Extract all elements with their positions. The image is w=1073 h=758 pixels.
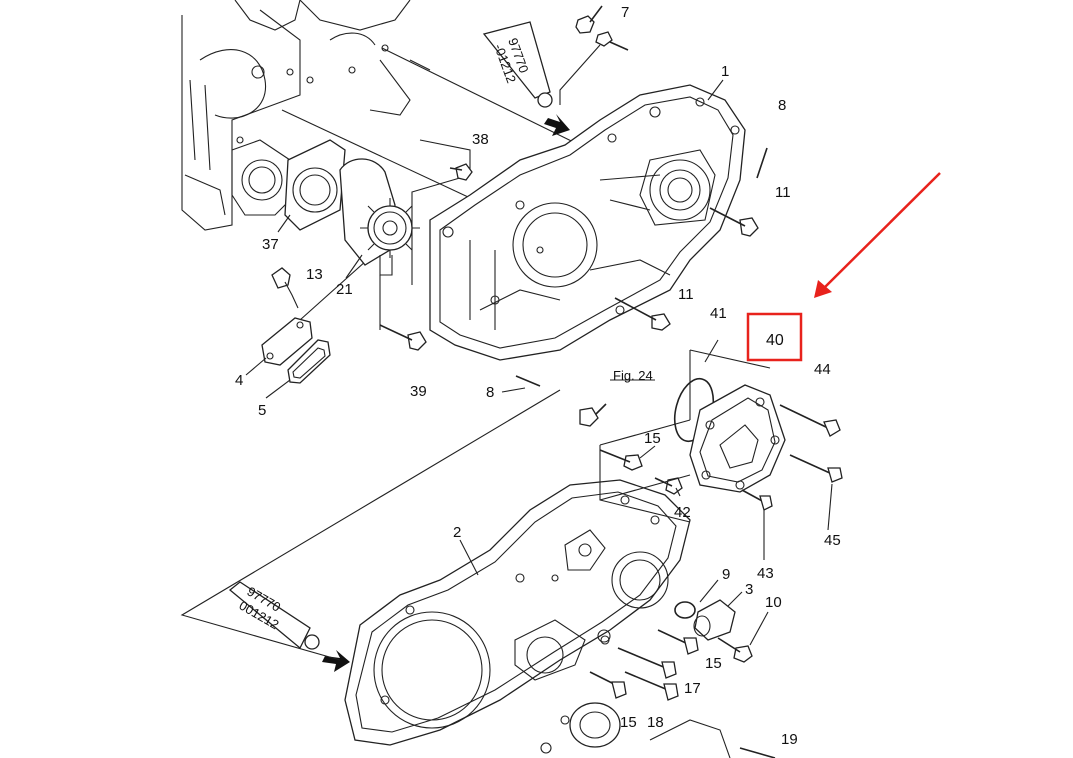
part-label-7: 7 (621, 4, 629, 21)
highlight-arrow (821, 172, 941, 291)
highlight-annotation: 40 (746, 172, 941, 362)
sealant-tube-bottom: 97770 001212 (228, 581, 350, 672)
bolts-middle (579, 403, 683, 495)
part-label-15-bottom: 15 (620, 714, 637, 731)
part-label-3: 3 (745, 581, 753, 598)
part-label-18: 18 (647, 714, 664, 731)
part-label-39: 39 (410, 383, 427, 400)
part-label-38: 38 (472, 131, 489, 148)
part-label-15-mid: 15 (644, 430, 661, 447)
callout-leaders (245, 79, 833, 646)
seal-bushing-bolt (569, 599, 753, 748)
part-label-11-top: 11 (775, 184, 791, 201)
part-label-9: 9 (722, 566, 730, 583)
part-label-8-mid: 8 (486, 384, 494, 401)
bolts-lower (540, 629, 776, 758)
engine-block (181, 0, 411, 231)
part-label-37: 37 (262, 236, 279, 253)
part-label-13: 13 (306, 266, 323, 283)
part-label-5: 5 (258, 402, 266, 419)
highlight-arrow-head (814, 280, 832, 298)
bolts-top (379, 5, 768, 387)
part-label-42: 42 (674, 504, 691, 521)
fig-reference: Fig. 24 (613, 368, 653, 383)
part-label-1: 1 (721, 63, 729, 80)
part-label-2: 2 (453, 524, 461, 541)
part-label-11-mid: 11 (678, 286, 694, 303)
part-label-45: 45 (824, 532, 841, 549)
part-label-43: 43 (757, 565, 774, 582)
part-label-19: 19 (781, 731, 798, 748)
part-label-10: 10 (765, 594, 782, 611)
gear-case-upper (429, 84, 746, 361)
part-label-44: 44 (814, 361, 831, 378)
part-labels: 7 1 8 11 38 37 21 13 11 41 4 5 39 8 Fig.… (235, 4, 841, 748)
part-label-8-top: 8 (778, 97, 786, 114)
part-label-15-lower: 15 (705, 655, 722, 672)
cover-plate-and-gasket (261, 267, 331, 384)
part-label-17: 17 (684, 680, 701, 697)
front-cover-40 (673, 377, 843, 511)
highlight-box (746, 312, 803, 362)
oil-pump-assembly (284, 139, 420, 276)
part-label-41: 41 (710, 305, 727, 322)
part-label-21: 21 (336, 281, 353, 298)
leader-lines-bottom (180, 339, 771, 661)
part-label-40: 40 (766, 332, 784, 349)
part-label-4: 4 (235, 372, 243, 389)
gear-case-lower (344, 479, 691, 746)
